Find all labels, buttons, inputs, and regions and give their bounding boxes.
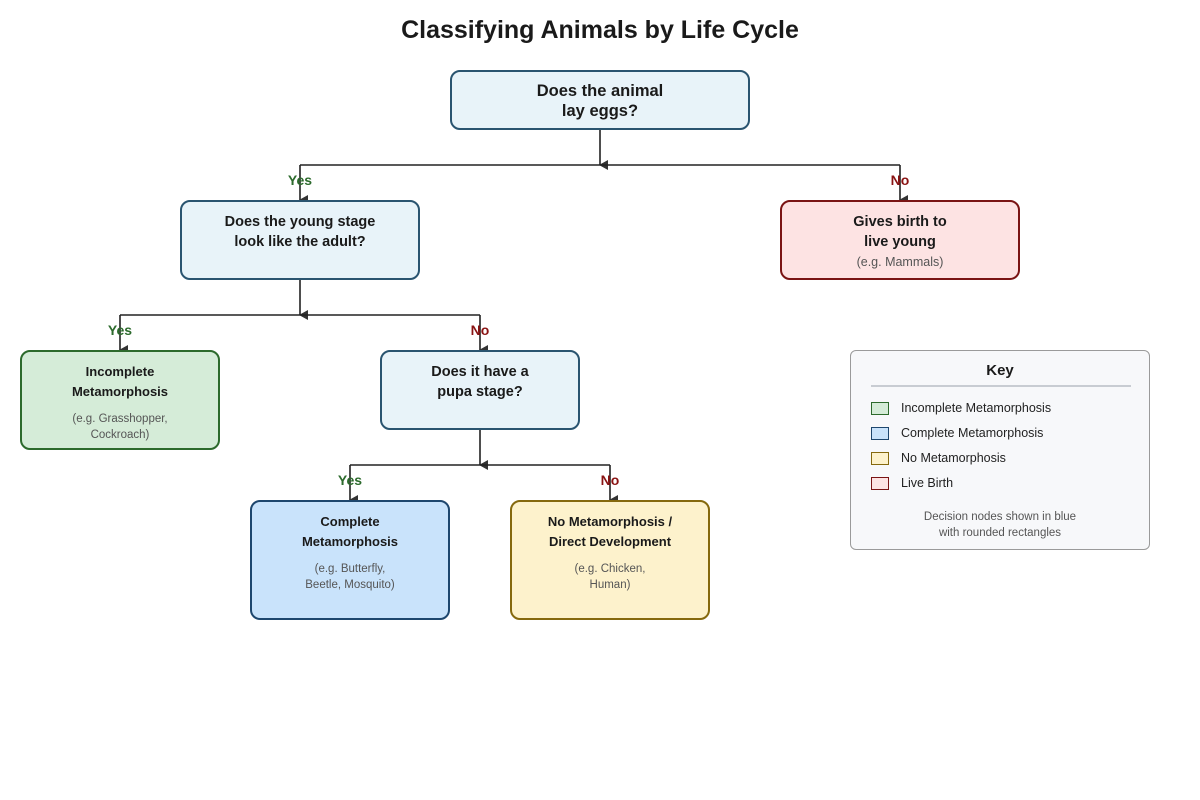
- outcome-node-incomplete-metamorphosis: Incomplete Metamorphosis (e.g. Grasshopp…: [20, 350, 220, 450]
- legend-item-complete: Complete Metamorphosis: [871, 425, 1043, 441]
- legend-swatch: [871, 476, 889, 490]
- legend-note: Decision nodes shown in blue with rounde…: [923, 511, 1077, 539]
- legend-label: No Metamorphosis: [901, 451, 1006, 465]
- node-title: No Metamorphosis / Direct Development: [547, 514, 673, 549]
- diagram-title: Classifying Animals by Life Cycle: [401, 16, 799, 44]
- node-title: Does the young stage look like the adult…: [224, 214, 376, 250]
- legend-divider: [871, 385, 1131, 387]
- legend-swatch: [871, 426, 889, 440]
- edge-label-no: No: [890, 172, 910, 188]
- node-example: (e.g. Butterfly, Beetle, Mosquito): [305, 563, 395, 591]
- decision-node-young-stage: Does the young stage look like the adult…: [180, 200, 420, 280]
- node-example: (e.g. Grasshopper, Cockroach): [72, 413, 168, 441]
- edge-label-yes: Yes: [287, 172, 313, 188]
- node-title: Does it have a pupa stage?: [431, 364, 529, 400]
- edge-label-no: No: [470, 322, 490, 338]
- legend-label: Complete Metamorphosis: [901, 426, 1044, 440]
- decision-node-pupa-stage: Does it have a pupa stage?: [380, 350, 580, 430]
- legend-swatch: [871, 451, 889, 465]
- legend-item-incomplete: Incomplete Metamorphosis: [871, 400, 1051, 416]
- edge-label-yes: Yes: [107, 322, 133, 338]
- legend-item-live-birth: Live Birth: [871, 475, 953, 491]
- edge-label-no: No: [600, 472, 620, 488]
- outcome-node-live-birth: Gives birth to live young (e.g. Mammals): [780, 200, 1020, 280]
- node-example: (e.g. Chicken, Human): [574, 563, 646, 591]
- legend-label: Incomplete Metamorphosis: [901, 401, 1052, 415]
- legend-panel: Key Incomplete Metamorphosis Complete Me…: [850, 350, 1150, 550]
- node-title: Incomplete Metamorphosis: [71, 364, 169, 399]
- legend-item-none: No Metamorphosis: [871, 450, 1006, 466]
- edge-label-yes: Yes: [337, 472, 363, 488]
- node-title: Gives birth to live young: [853, 214, 947, 250]
- legend-swatch: [871, 401, 889, 415]
- node-example: (e.g. Mammals): [856, 255, 944, 269]
- node-title: Does the animal lay eggs?: [536, 82, 664, 120]
- outcome-node-complete-metamorphosis: Complete Metamorphosis (e.g. Butterfly, …: [250, 500, 450, 620]
- decision-node-lays-eggs: Does the animal lay eggs?: [450, 70, 750, 130]
- legend-title: Key: [986, 362, 1014, 379]
- legend-label: Live Birth: [901, 476, 954, 490]
- node-title: Complete Metamorphosis: [301, 514, 399, 549]
- outcome-node-no-metamorphosis: No Metamorphosis / Direct Development (e…: [510, 500, 710, 620]
